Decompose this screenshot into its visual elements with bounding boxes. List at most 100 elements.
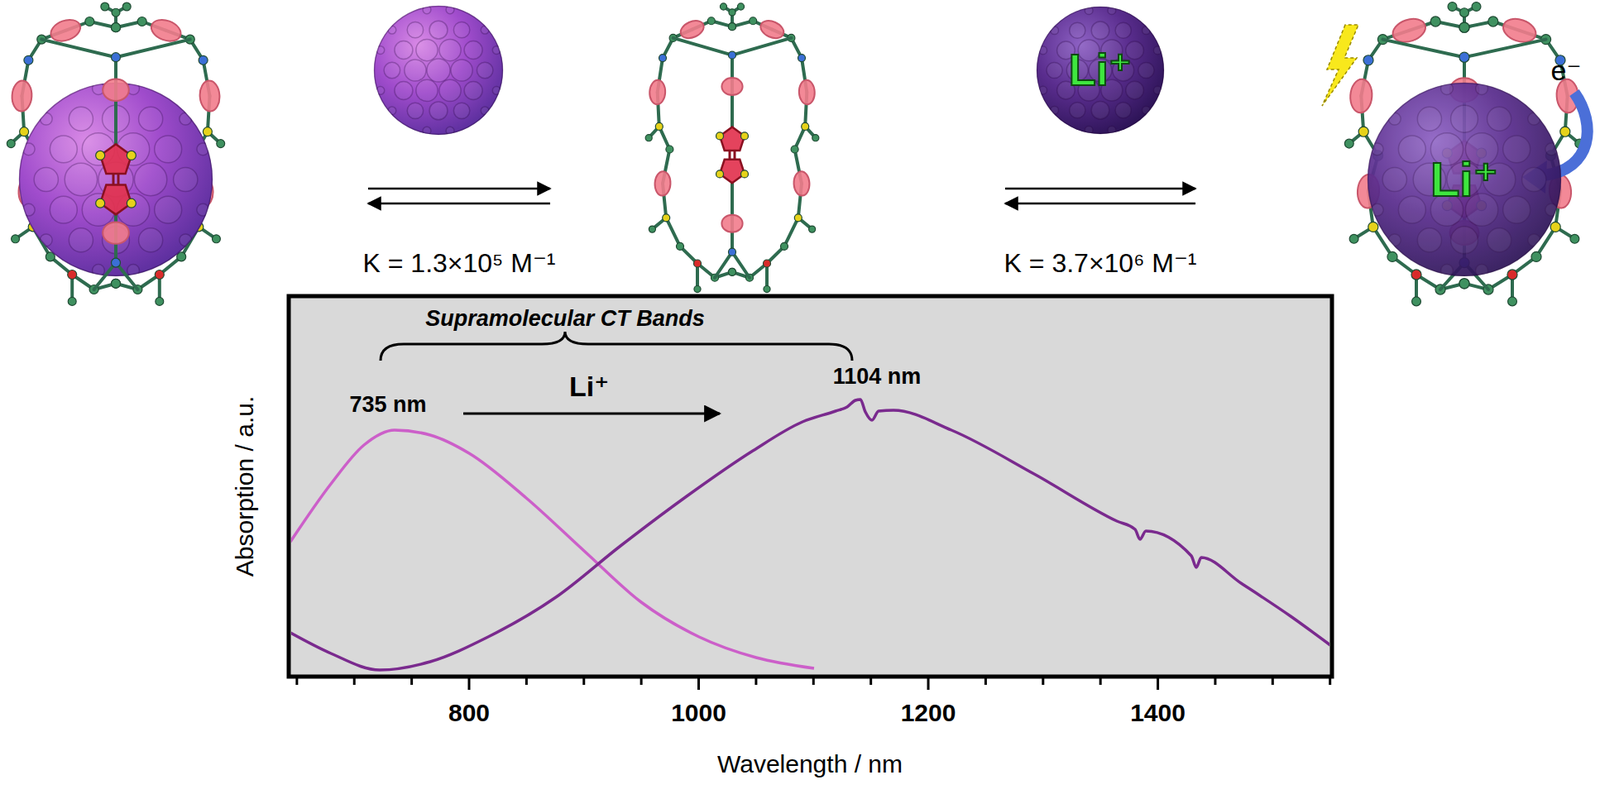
ttf-pillar [719,159,745,183]
empty-cage [798,54,806,63]
c60-sphere [457,147,466,156]
minor-tick [582,678,585,686]
li-c60-sphere [1336,52,1593,307]
cage-with-li-c60 [1363,55,1374,66]
cage-with-li-c60 [1560,126,1571,137]
ttf-pillar [115,39,191,58]
minor-tick [984,678,987,686]
li-c60-sphere [1336,143,1349,156]
binding-constant: K = 3.7×10⁶ M⁻¹ [1004,248,1198,279]
empty-cage [728,23,737,31]
c60-sphere [416,79,438,101]
c60-sphere [476,62,493,78]
c60-sphere [492,126,501,135]
cage-with-c60 [137,17,147,27]
cage-with-c60 [202,127,212,137]
c60-sphere [376,5,385,15]
cage-with-li-c60 [1368,221,1379,232]
tick-label-text: 1000 [670,699,727,727]
li-c60-sphere [1176,86,1185,95]
ttf-pillar [1459,52,1470,63]
cage-with-c60 [154,270,164,280]
c60-sphere [353,0,524,156]
empty-cage [757,17,787,42]
cage-with-c60 [111,23,121,33]
li-c60-sphere [1545,82,1558,96]
li-c60-sphere [1164,26,1174,35]
tick-label: 1200 [900,699,957,729]
li-c60-sphere [1130,6,1140,15]
cage-with-li-c60 [1459,278,1470,289]
c60-sphere [464,41,483,60]
li-c60-sphere [1062,6,1071,15]
c60-sphere [353,0,524,156]
li-c60-sphere [1562,234,1576,247]
c60-sphere [75,294,88,307]
empty-cage [763,259,772,268]
cage-with-c60 [10,80,33,112]
empty-cage [793,171,810,197]
empty-cage [784,217,799,247]
cage-with-li-c60 [1550,221,1561,232]
tick-label-text: 1200 [900,699,957,727]
li-c60-sphere [1039,125,1048,135]
li-c60-sphere [1115,102,1131,119]
ion-label: Li⁺ [1430,153,1499,206]
ttf-pillar [740,170,748,178]
c60-sphere [196,264,210,278]
empty-cage [662,214,671,222]
c60-sphere [434,147,443,156]
li-c60-sphere [1138,62,1155,78]
c60-sphere [394,41,413,60]
c60-sphere [364,66,374,75]
peak-label-text: 1104 nm [833,364,922,389]
li-c60-sphere [1336,52,1593,307]
li-c60-sphere [1176,46,1185,55]
li-c60-sphere [1091,100,1110,120]
cage-with-li-c60 [1460,8,1470,18]
li-ion-sphere: Li⁺ [1035,5,1165,135]
li-c60-sphere [1580,143,1593,156]
cage-with-c60 [122,2,131,11]
minor-tick [754,678,757,686]
li-c60-sphere [1493,52,1506,65]
li-c60-sphere [1164,105,1174,115]
ttf-pillar [111,258,121,268]
ttf-pillar [100,185,132,216]
li-c60-sphere [1096,146,1105,155]
c60-sphere [439,79,461,101]
minor-tick [1213,678,1217,686]
cage-with-li-c60 [1508,297,1518,307]
cage-with-c60 [211,234,221,244]
ttf-pillar [102,79,130,101]
binding-constant-text: K = 3.7×10⁶ M⁻¹ [1004,248,1198,278]
li-c60-sphere [1398,135,1426,163]
minor-tick [410,678,413,686]
plot-panel [288,296,1332,677]
li-c60-sphere [1405,82,1418,96]
cage-with-c60 [85,17,95,27]
c60-sphere [353,46,362,55]
li-c60-sphere [1562,173,1576,187]
empty-cage [812,134,820,142]
ttf-pillar [716,132,724,140]
cage-with-li-c60 [1430,16,1441,27]
empty-cage [659,54,667,63]
ttf-pillar [728,51,737,59]
cage-with-c60 [67,270,77,280]
major-tick [697,678,700,690]
li-c60-sphere [1398,196,1426,224]
c60-sphere [154,135,183,163]
cage-with-c60 [111,23,121,33]
li-c60-sphere [1458,52,1471,65]
ttf-pillar [728,248,737,256]
empty-cage [798,79,815,105]
c60-sphere [22,82,35,96]
li-c60-sphere [1510,82,1524,96]
arrow-label: Li⁺ [569,370,609,403]
ttf-pillar [1382,39,1465,58]
peak-label-text: 735 nm [349,392,427,417]
ttf-pillar [95,150,106,160]
ttf-pillar [732,38,791,56]
equilibrium-arrows [368,202,551,206]
